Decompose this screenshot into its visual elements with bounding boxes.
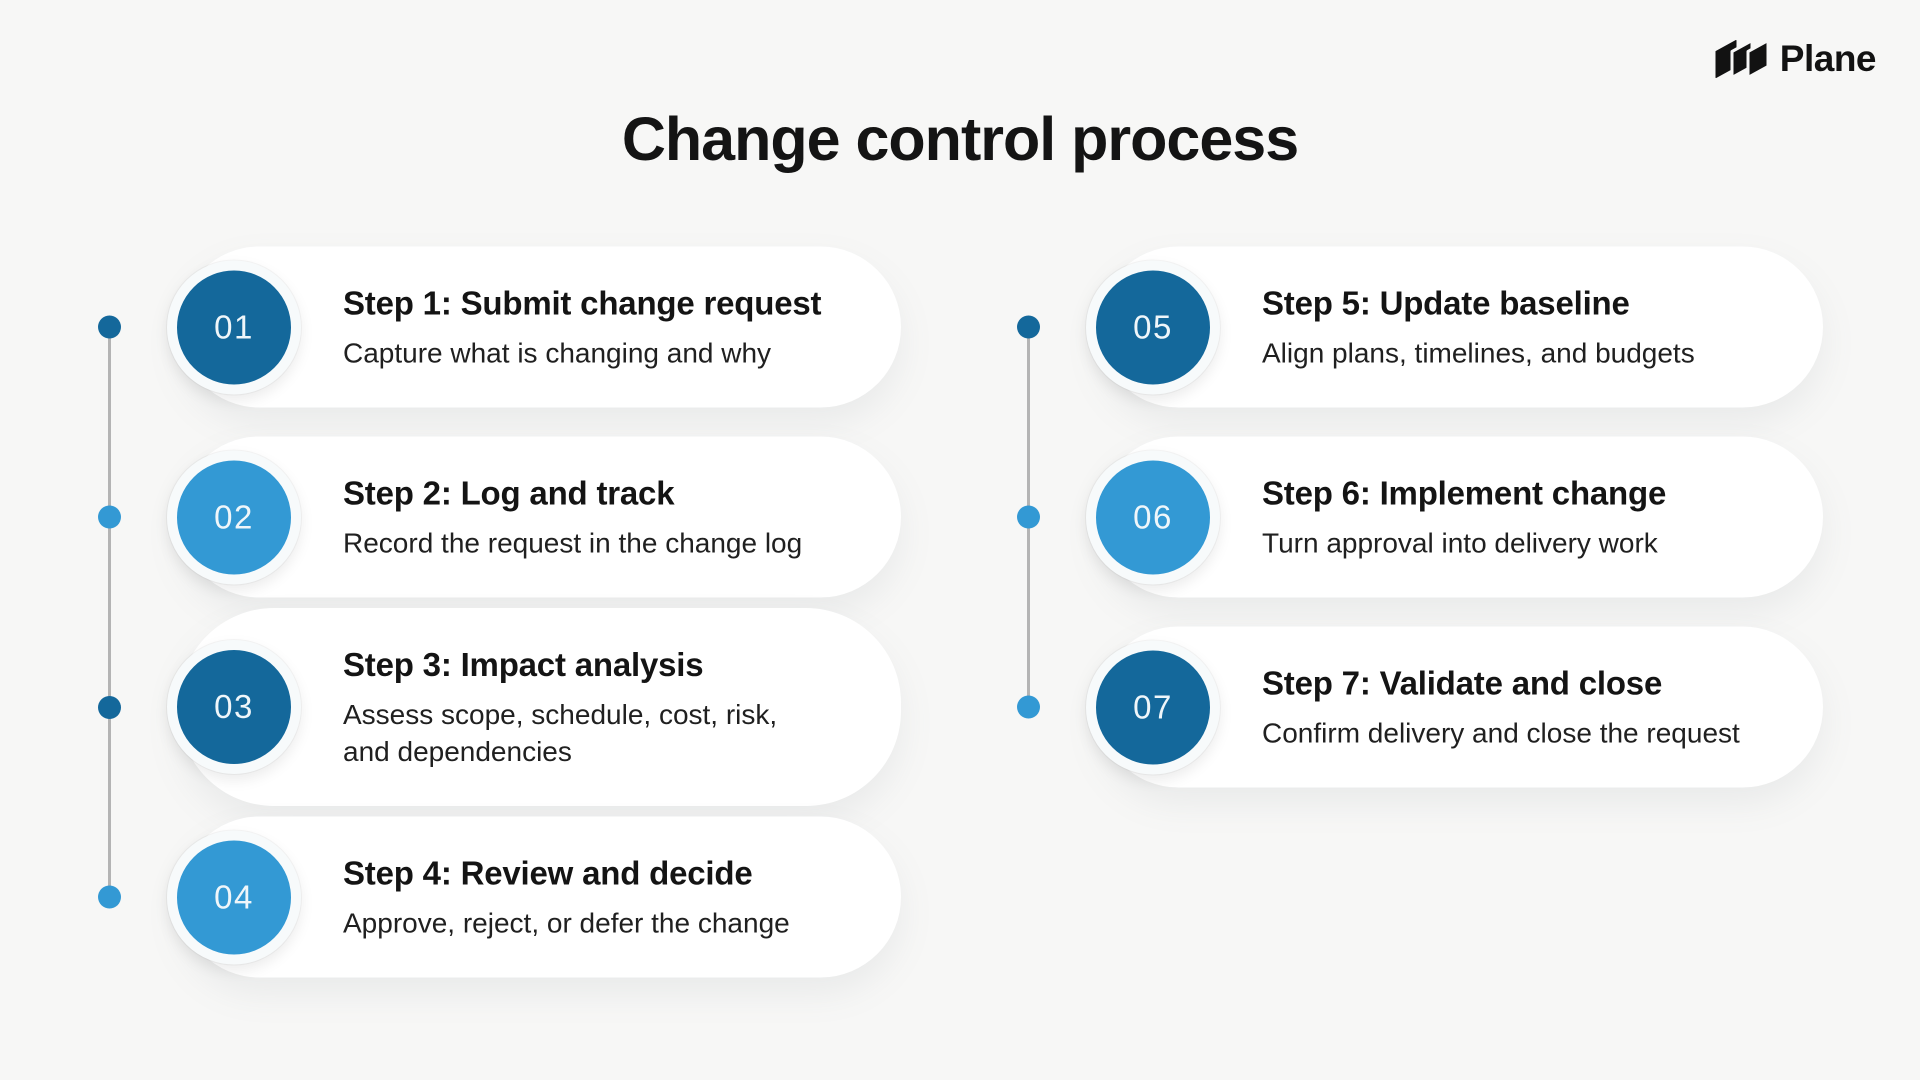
step-row: 07 Step 7: Validate and close Confirm de… <box>1017 626 1823 788</box>
step-title: Step 1: Submit change request <box>343 284 822 322</box>
timeline-dot <box>1017 315 1040 339</box>
step-row: 02 Step 2: Log and track Record the requ… <box>98 436 901 598</box>
step-number: 05 <box>1133 308 1173 345</box>
step-title: Step 3: Impact analysis <box>343 646 704 683</box>
step-number: 01 <box>214 308 254 345</box>
step-title: Step 2: Log and track <box>343 474 675 512</box>
plane-logo-icon <box>1714 38 1770 80</box>
step-row: 06 Step 6: Implement change Turn approva… <box>1017 436 1823 598</box>
step-number-badge: 06 <box>1086 450 1220 584</box>
step-number-badge: 05 <box>1086 260 1220 394</box>
step-row: 05 Step 5: Update baseline Align plans, … <box>1017 246 1823 408</box>
step-number: 03 <box>214 688 254 725</box>
plane-logo: Plane <box>1714 38 1877 80</box>
timeline-dot <box>98 885 121 909</box>
step-subtitle: Capture what is changing and why <box>343 337 772 369</box>
step-title: Step 4: Review and decide <box>343 854 753 892</box>
timeline-dot <box>98 695 121 719</box>
timeline-line-left <box>108 327 111 897</box>
timeline-dot <box>98 505 121 529</box>
step-subtitle: Approve, reject, or defer the change <box>343 907 790 939</box>
step-row: 03 Step 3: Impact analysis Assess scope,… <box>98 608 901 806</box>
step-number-badge: 07 <box>1086 640 1220 774</box>
step-title: Step 5: Update baseline <box>1262 284 1630 322</box>
step-card: Step 2: Log and track Record the request… <box>179 436 901 598</box>
timeline-dot <box>1017 505 1040 529</box>
step-subtitle: Confirm delivery and close the request <box>1262 717 1740 749</box>
step-number: 07 <box>1133 688 1173 725</box>
step-number-badge: 02 <box>167 450 301 584</box>
step-title: Step 6: Implement change <box>1262 474 1667 512</box>
step-subtitle: Align plans, timelines, and budgets <box>1262 337 1695 369</box>
page-title: Change control process <box>621 105 1299 173</box>
step-number: 04 <box>214 878 254 915</box>
step-number: 06 <box>1133 498 1173 535</box>
step-subtitle: Record the request in the change log <box>343 527 803 559</box>
step-subtitle: Turn approval into delivery work <box>1262 527 1658 559</box>
step-number-badge: 01 <box>167 260 301 394</box>
plane-logo-text: Plane <box>1779 38 1877 79</box>
step-row: 01 Step 1: Submit change request Capture… <box>98 246 901 408</box>
step-number: 02 <box>214 498 254 535</box>
step-row: 04 Step 4: Review and decide Approve, re… <box>98 816 901 978</box>
timeline-dot <box>98 315 121 339</box>
timeline-dot <box>1017 695 1040 719</box>
step-subtitle: Assess scope, schedule, cost, risk, and … <box>343 699 778 767</box>
step-title: Step 7: Validate and close <box>1262 664 1663 702</box>
step-number-badge: 03 <box>167 640 301 774</box>
step-number-badge: 04 <box>167 830 301 964</box>
